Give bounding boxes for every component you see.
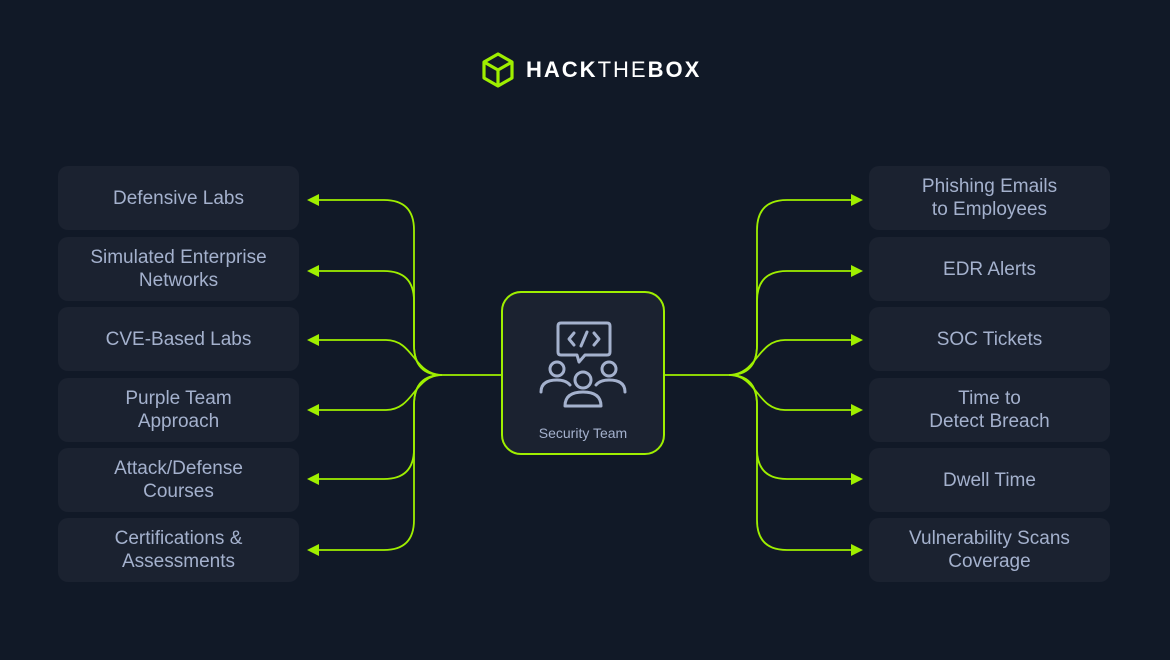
hackthebox-logo: HACK THE BOX [480,50,701,90]
item-label: SOC Tickets [936,328,1043,350]
right-item-vulnerability-scans-coverage: Vulnerability Scans Coverage [869,518,1110,582]
item-label: Dwell Time [943,469,1036,491]
arrowhead-icon [851,334,863,346]
item-label: Defensive Labs [113,187,244,209]
team-code-chat-icon [539,321,627,408]
left-item-attack-defense-courses: Attack/Defense Courses [58,448,299,512]
arrowhead-icon [307,544,319,556]
left-item-defensive-labs: Defensive Labs [58,166,299,230]
left-connector-2 [318,339,443,376]
center-label: Security Team [538,425,628,441]
right-connector-4 [728,374,852,480]
arrowhead-icon [851,194,863,206]
left-item-cve-based-labs: CVE-Based Labs [58,307,299,371]
arrowhead-icon [307,404,319,416]
item-label: Certifications & Assessments [114,528,243,572]
arrowhead-icon [307,473,319,485]
right-item-soc-tickets: SOC Tickets [869,307,1110,371]
left-connector-4 [318,374,443,480]
logo-text-hack: HACK [526,57,598,82]
item-label: Vulnerability Scans Coverage [909,528,1070,572]
arrowhead-icon [851,265,863,277]
item-label: Phishing Emails to Employees [921,176,1058,220]
left-connector-0 [318,199,443,376]
left-connector-1 [318,270,443,376]
right-connector-0 [728,199,852,376]
item-label: Simulated Enterprise Networks [90,247,267,291]
left-item-purple-team-approach: Purple Team Approach [58,378,299,442]
right-item-dwell-time: Dwell Time [869,448,1110,512]
right-item-time-to-detect-breach: Time to Detect Breach [869,378,1110,442]
arrowhead-icon [851,473,863,485]
right-item-edr-alerts: EDR Alerts [869,237,1110,301]
item-label: Purple Team Approach [125,388,232,432]
arrowhead-icon [851,404,863,416]
arrowhead-icon [307,194,319,206]
left-item-certifications-assessments: Certifications & Assessments [58,518,299,582]
arrowhead-icon [851,544,863,556]
logo-text-box: BOX [647,57,702,82]
arrowhead-icon [307,265,319,277]
left-item-simulated-enterprise-networks: Simulated Enterprise Networks [58,237,299,301]
item-label: EDR Alerts [943,258,1036,280]
right-connector-2 [728,339,852,376]
cube-icon [482,52,514,88]
arrowhead-icon [307,334,319,346]
security-team-node: Security Team [501,291,665,455]
item-label: CVE-Based Labs [105,328,252,350]
logo-text-the: THE [597,57,648,82]
item-label: Attack/Defense Courses [114,458,243,502]
left-connector-5 [318,374,443,551]
logo-wordmark: HACK THE BOX [526,57,701,83]
item-label: Time to Detect Breach [929,388,1050,432]
right-connector-1 [728,270,852,376]
right-connector-5 [728,374,852,551]
right-item-phishing-emails: Phishing Emails to Employees [869,166,1110,230]
